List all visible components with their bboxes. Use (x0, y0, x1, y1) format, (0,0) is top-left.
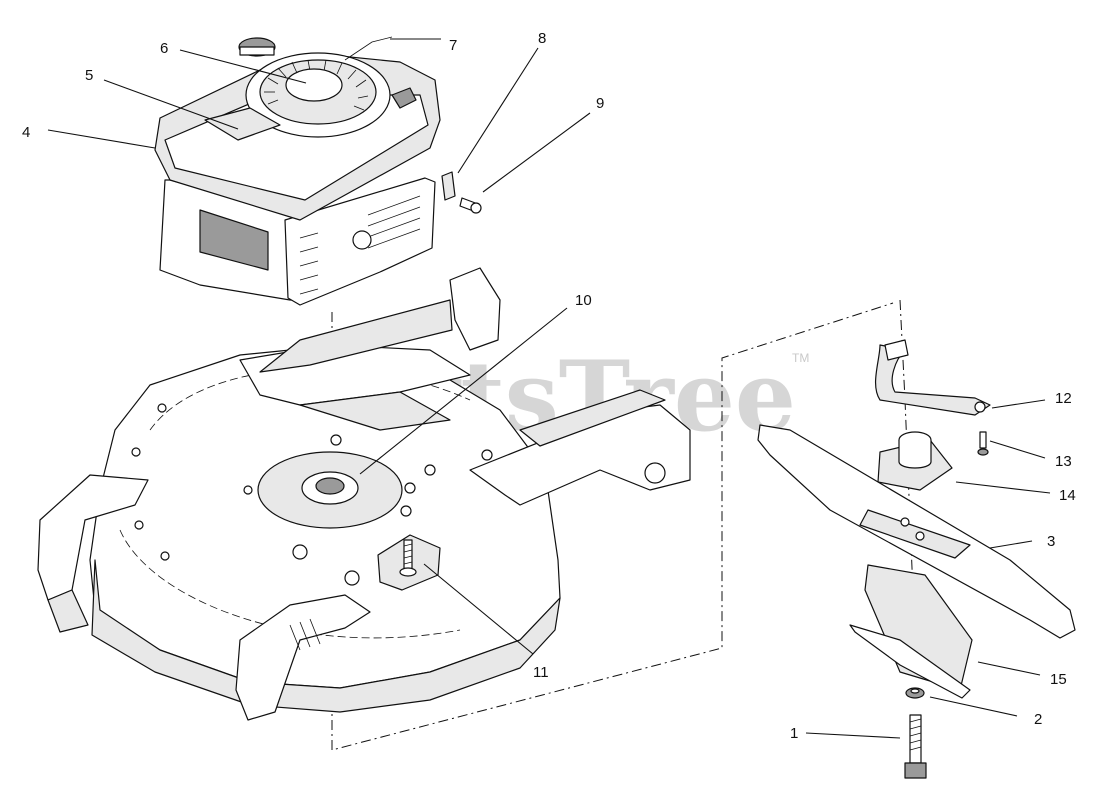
callout-11: 11 (533, 664, 549, 681)
bracket-bolt (459, 197, 482, 214)
callout-3: 3 (1047, 533, 1055, 550)
callout-2: 2 (1034, 711, 1042, 728)
mower-blade (757, 424, 1076, 639)
blade-washer (905, 687, 925, 699)
callout-14: 14 (1059, 487, 1076, 504)
callout-5: 5 (85, 67, 93, 84)
ground-clip (875, 339, 991, 416)
callout-6: 6 (160, 40, 168, 57)
callout-12: 12 (1055, 390, 1072, 407)
blade-bolt (904, 714, 927, 779)
callout-9: 9 (596, 95, 604, 112)
engine (154, 36, 441, 306)
callout-10: 10 (575, 292, 592, 309)
callout-4: 4 (22, 124, 30, 141)
blade-adapter (877, 431, 953, 491)
callout-13: 13 (1055, 453, 1072, 470)
mower-deck (37, 267, 691, 721)
leader-lines (47, 38, 1051, 739)
callout-8: 8 (538, 30, 546, 47)
callout-labels: 1 2 3 4 5 6 7 8 9 10 11 12 13 14 15 (22, 30, 1076, 742)
callout-1: 1 (790, 725, 798, 742)
blade-stiffener (849, 564, 973, 699)
cable-bracket (441, 171, 456, 201)
callout-7: 7 (449, 37, 457, 54)
clip-screw (977, 431, 989, 456)
callout-15: 15 (1050, 671, 1067, 688)
watermark-trademark: TM (792, 351, 809, 365)
